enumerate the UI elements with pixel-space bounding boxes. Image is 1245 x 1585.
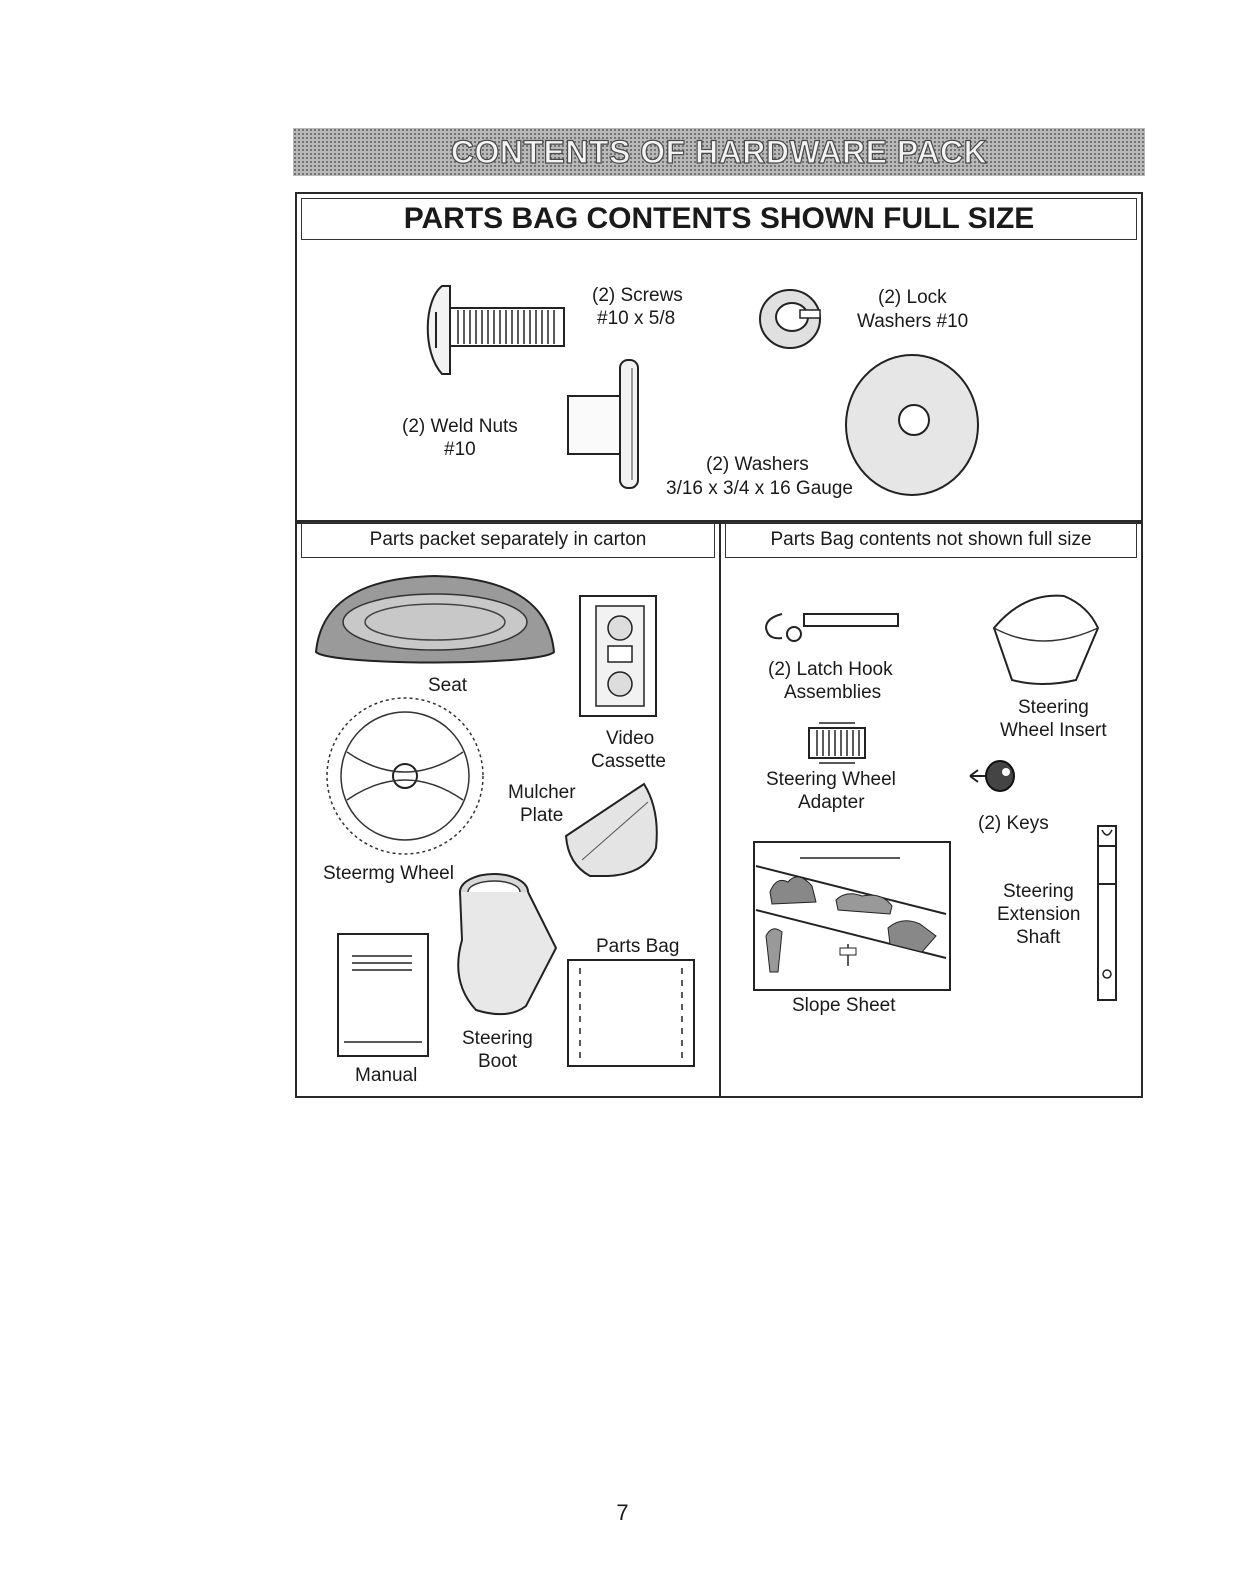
video-cassette-illustration [579, 595, 657, 717]
steering-wheel-insert-illustration [992, 594, 1100, 685]
latch-hook-illustration [764, 613, 899, 642]
seat-label: Seat [428, 675, 468, 696]
latch-hook-label-2: Assemblies [784, 682, 882, 703]
wheel-insert-label-2: Wheel Insert [1000, 720, 1107, 741]
adapter-label-2: Adapter [798, 792, 865, 813]
lock-washer-illustration [759, 289, 821, 349]
mulcher-label-1: Mulcher [508, 782, 576, 803]
screws-size-label: #10 x 5/8 [597, 308, 676, 329]
flat-washer-illustration [845, 354, 979, 496]
manual-illustration [337, 933, 429, 1057]
weld-nuts-qty-label: (2) Weld Nuts [402, 416, 518, 437]
steering-boot-label-1: Steering [462, 1028, 533, 1049]
screw-illustration [426, 285, 565, 375]
screws-qty-label: (2) Screws [592, 285, 683, 306]
not-full-size-panel [719, 522, 1143, 1098]
keys-label: (2) Keys [978, 813, 1049, 834]
banner-title: CONTENTS OF HARDWARE PACK [450, 133, 988, 170]
mulcher-plate-illustration [564, 782, 658, 877]
video-label-2: Cassette [591, 751, 666, 772]
adapter-label-1: Steering Wheel [766, 769, 896, 790]
page-number: 7 [616, 1500, 629, 1525]
weld-nut-illustration [567, 359, 639, 489]
wheel-insert-label-1: Steering [1018, 697, 1089, 718]
extension-label-3: Shaft [1016, 927, 1061, 948]
video-label-1: Video [606, 728, 655, 749]
steering-extension-shaft-illustration [1097, 825, 1117, 1001]
steering-boot-label-2: Boot [478, 1051, 518, 1072]
manual-label: Manual [355, 1065, 418, 1086]
slope-sheet-illustration [753, 841, 951, 991]
seat-illustration [314, 574, 556, 664]
steering-wheel-adapter-illustration [808, 722, 866, 764]
keys-illustration [969, 760, 1015, 792]
washers-qty-label: (2) Washers [706, 454, 809, 475]
section-banner: CONTENTS OF HARDWARE PACK [293, 128, 1145, 176]
not-full-size-heading: Parts Bag contents not shown full size [725, 522, 1137, 558]
full-size-panel [295, 192, 1143, 522]
parts-bag-illustration [567, 959, 695, 1067]
slope-sheet-label: Slope Sheet [792, 995, 896, 1016]
full-size-heading: PARTS BAG CONTENTS SHOWN FULL SIZE [301, 198, 1137, 240]
extension-label-2: Extension [997, 904, 1081, 925]
latch-hook-label-1: (2) Latch Hook [768, 659, 893, 680]
washers-size-label: 3/16 x 3/4 x 16 Gauge [666, 478, 853, 499]
steering-wheel-label: Steermg Wheel [323, 863, 454, 884]
lock-washers-qty-label: (2) Lock [878, 287, 947, 308]
steering-wheel-illustration [326, 697, 484, 855]
lock-washers-size-label: Washers #10 [857, 311, 969, 332]
steering-boot-illustration [457, 873, 558, 1016]
extension-label-1: Steering [1003, 881, 1074, 902]
carton-heading: Parts packet separately in carton [301, 522, 715, 558]
weld-nuts-size-label: #10 [444, 439, 476, 460]
mulcher-label-2: Plate [520, 805, 564, 826]
parts-bag-label: Parts Bag [596, 936, 680, 957]
